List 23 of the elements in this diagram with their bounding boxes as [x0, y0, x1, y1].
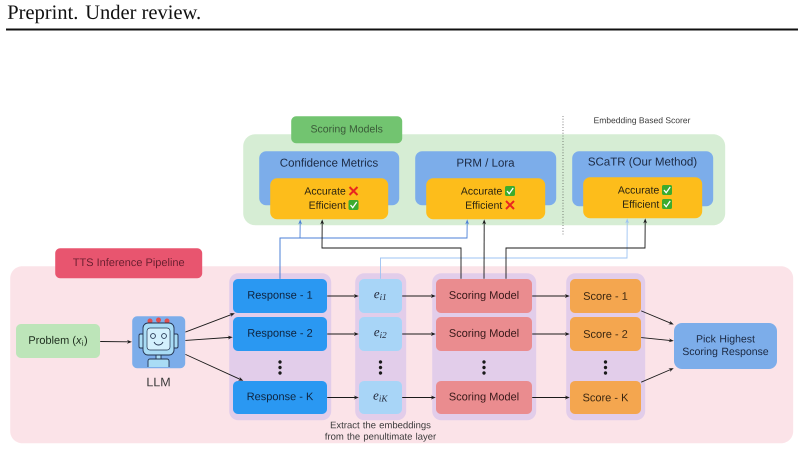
score-box: Score - 1 — [570, 279, 641, 313]
scoring-model-box: Scoring Model — [436, 317, 532, 351]
text-label: Embedding Based Scorer — [594, 117, 690, 125]
group-tab: TTS Inference Pipeline — [55, 248, 202, 278]
output-box: Pick Highest Scoring Response — [674, 323, 777, 369]
response-box: Response - K — [233, 381, 327, 414]
score-box: Score - K — [570, 381, 641, 414]
embedding-box: e$_{i1}$ — [359, 279, 402, 313]
caption-text: LLM — [147, 378, 170, 386]
caption-text: Extract the embeddings from the penultimate layer — [324, 421, 436, 442]
response-box: Response - 2 — [233, 317, 327, 351]
scoring-model-box: Scoring Model — [436, 381, 532, 414]
metric-box: Accurate Efficient — [583, 177, 702, 218]
metric-box: Accurate Efficient — [270, 178, 388, 220]
embedding-box: e$_{i2}$ — [359, 317, 402, 351]
group-tab: Scoring Models — [291, 116, 402, 144]
scoring-model-box: Scoring Model — [436, 279, 532, 313]
response-box: Response - 1 — [233, 279, 327, 313]
problem-box: Problem (x$_{i}$) — [16, 324, 100, 358]
text-label: Preprint. Under review. — [8, 4, 200, 24]
embedding-box: e$_{iK}$ — [359, 381, 402, 414]
metric-box: Accurate Efficient — [426, 178, 546, 220]
score-box: Score - 2 — [570, 317, 641, 351]
